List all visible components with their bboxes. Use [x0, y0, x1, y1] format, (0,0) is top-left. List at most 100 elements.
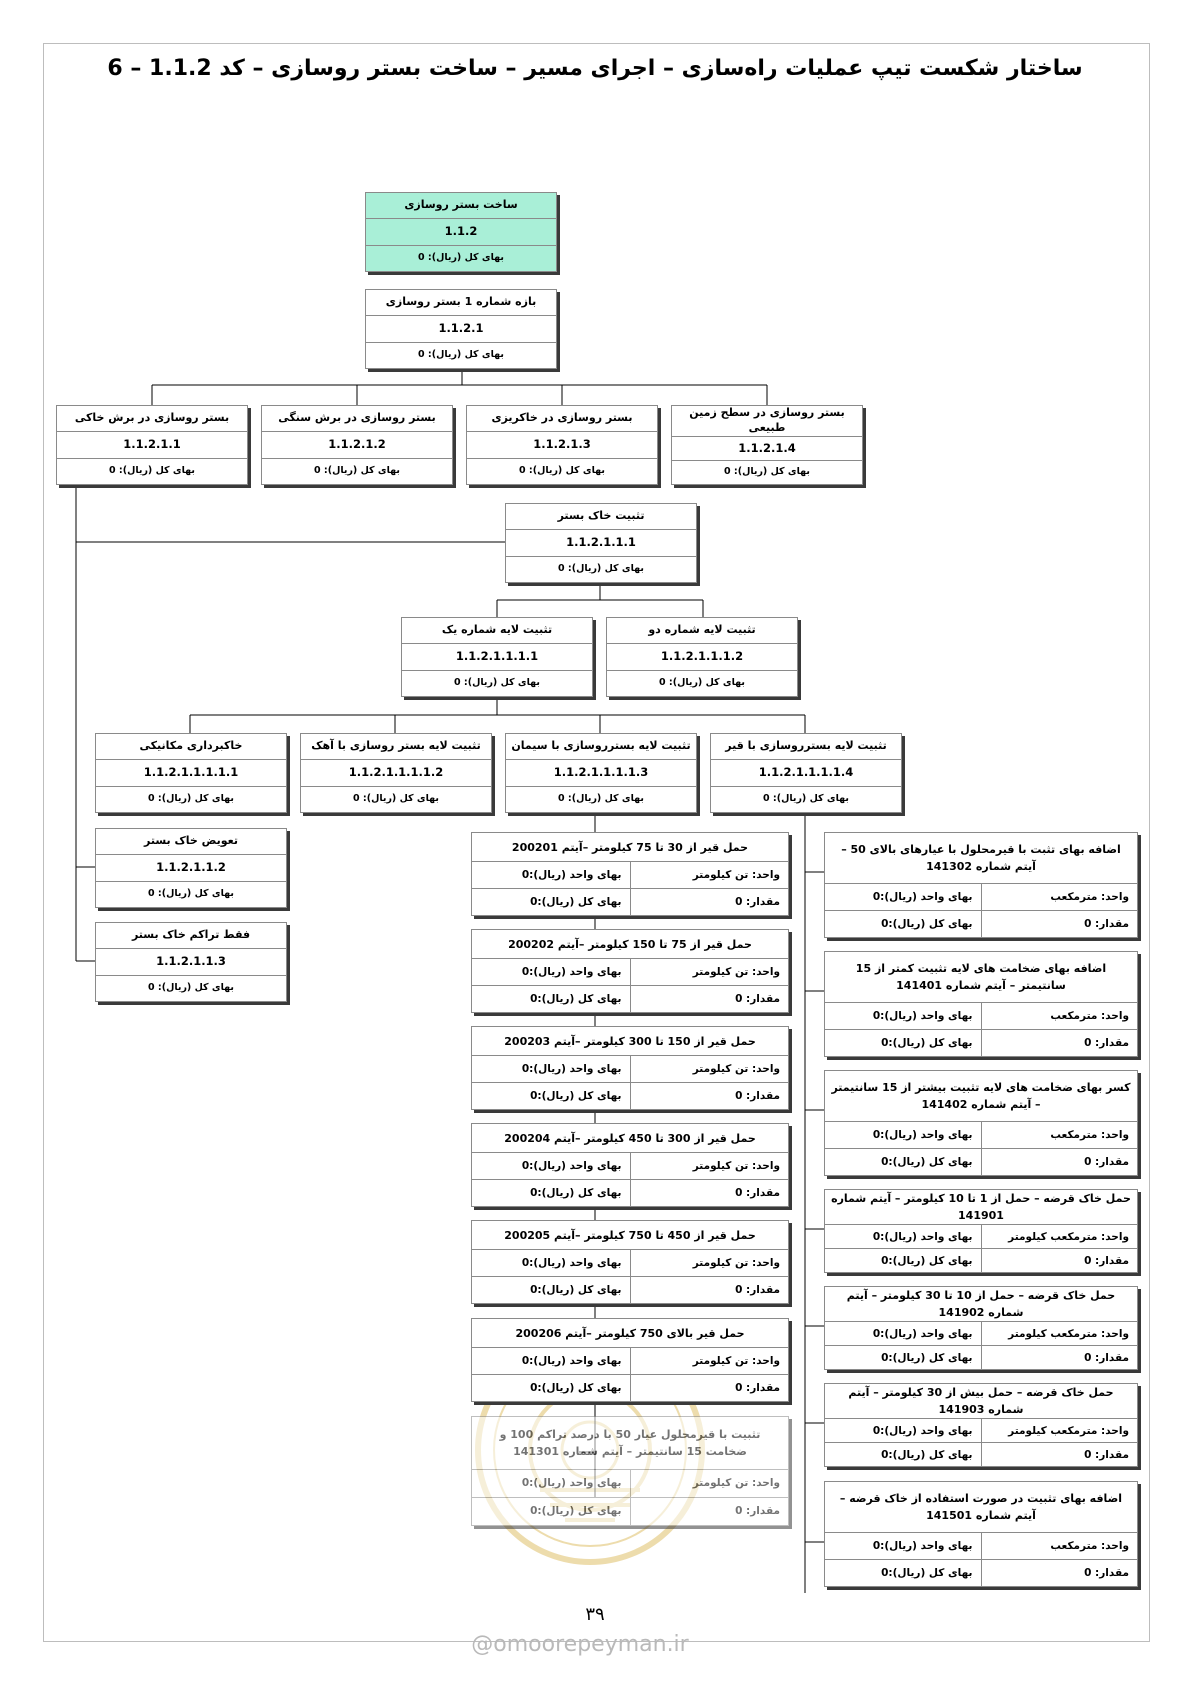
item-total: بهای کل (ریال):0	[825, 1249, 982, 1272]
item-total: بهای کل (ریال):0	[472, 1083, 631, 1110]
item-quantity: مقدار: 0	[1084, 1254, 1129, 1267]
node-cost: بهای کل (ریال): 0	[96, 974, 286, 1001]
wbs-node-1.1.2.1.1.3[interactable]: فقط تراکم خاک بستر 1.1.2.1.1.3 بهای کل (…	[95, 922, 287, 1002]
node-code: 1.1.2.1.1.1.1.1	[96, 759, 286, 785]
item-title: حمل قیر از 450 تا 750 کیلومتر –آیتم 2002…	[504, 1228, 756, 1242]
node-label: تثبیت لایه بستر‌روسازی با قیر	[725, 739, 887, 753]
item-unit: واحد: تن کیلومتر	[692, 1063, 780, 1076]
item-title: کسر بهای ضخامت های لایه تثبیت بیشتر از 1…	[831, 1080, 1131, 1111]
node-cost: بهای کل (ریال): 0	[402, 669, 592, 696]
item-title: حمل قیر بالای 750 کیلومتر –آیتم 200206	[515, 1326, 745, 1340]
node-label: بستر روسازی در سطح زمین طبیعی	[689, 406, 845, 434]
footer-watermark: @omoorepeyman.ir	[471, 1632, 689, 1657]
node-code: 1.1.2.1.1.1.1.4	[711, 759, 901, 785]
item-box-200201[interactable]: حمل قیر از 30 تا 75 کیلومتر –آیتم 200201…	[471, 832, 789, 916]
wbs-node-root[interactable]: ساخت بستر روسازی 1.1.2 بهای کل (ریال): 0	[365, 192, 557, 272]
wbs-node-1.1.2.1.1.1.1.4[interactable]: تثبیت لایه بستر‌روسازی با قیر 1.1.2.1.1.…	[710, 733, 902, 813]
item-title: اضافه بهای ضخامت های لایه تثبیت کمتر از …	[855, 961, 1107, 992]
wbs-node-1.1.2.1.1.1[interactable]: تثبیت خاک بستر 1.1.2.1.1.1 بهای کل (ریال…	[505, 503, 697, 583]
item-unit: واحد: مترمکعب کیلومتر	[1008, 1424, 1129, 1437]
node-cost: بهای کل (ریال): 0	[366, 244, 556, 271]
item-box-200204[interactable]: حمل قیر از 300 تا 450 کیلومتر –آیتم 2002…	[471, 1123, 789, 1207]
node-label: بستر روسازی در خاکریزی	[491, 411, 633, 425]
item-title: حمل قیر از 75 تا 150 کیلومتر –آیتم 20020…	[508, 937, 752, 951]
node-label: تثبیت خاک بستر	[557, 509, 645, 523]
item-unit: واحد: تن کیلومتر	[692, 1160, 780, 1173]
item-box-141402[interactable]: کسر بهای ضخامت های لایه تثبیت بیشتر از 1…	[824, 1070, 1138, 1176]
wbs-node-1.1.2.1.4[interactable]: بستر روسازی در سطح زمین طبیعی 1.1.2.1.4 …	[671, 405, 863, 485]
node-code: 1.1.2.1.1.1	[506, 529, 696, 555]
wbs-node-1.1.2.1.1.1.2[interactable]: تثبیت لایه شماره دو 1.1.2.1.1.1.2 بهای ک…	[606, 617, 798, 697]
node-code: 1.1.2	[366, 218, 556, 244]
item-box-200202[interactable]: حمل قیر از 75 تا 150 کیلومتر –آیتم 20020…	[471, 929, 789, 1013]
node-cost: بهای کل (ریال): 0	[711, 785, 901, 812]
node-cost: بهای کل (ریال): 0	[366, 341, 556, 368]
item-unit: واحد: تن کیلومتر	[692, 1355, 780, 1368]
wbs-node-1.1.2.1.2[interactable]: بستر روسازی در برش سنگی 1.1.2.1.2 بهای ک…	[261, 405, 453, 485]
node-code: 1.1.2.1.1.1.1.2	[301, 759, 491, 785]
item-unit-price: بهای واحد (ریال):0	[472, 1153, 631, 1180]
item-unit: واحد: تن کیلومتر	[692, 1477, 780, 1490]
node-label: ساخت بستر روسازی	[404, 198, 518, 212]
item-box-200206[interactable]: حمل قیر بالای 750 کیلومتر –آیتم 200206 و…	[471, 1318, 789, 1402]
wbs-node-1.1.2.1.1.1.1.1[interactable]: خاکبرداری مکانیکی 1.1.2.1.1.1.1.1 بهای ک…	[95, 733, 287, 813]
item-quantity: مقدار: 0	[735, 1505, 780, 1518]
item-quantity: مقدار: 0	[735, 1382, 780, 1395]
wbs-node-1.1.2.1.1.1.1.3[interactable]: تثبیت لایه بستر‌روسازی با سیمان 1.1.2.1.…	[505, 733, 697, 813]
item-unit: واحد: مترمکعب	[1050, 1128, 1129, 1141]
item-title: اضافه بهای تثبیت در صورت استفاده از خاک …	[839, 1491, 1123, 1522]
item-total: بهای کل (ریال):0	[825, 1148, 982, 1175]
node-label: تثبیت لایه شماره یک	[441, 623, 553, 637]
item-box-200203[interactable]: حمل قیر از 150 تا 300 کیلومتر –آیتم 2002…	[471, 1026, 789, 1110]
item-box-141901[interactable]: حمل خاک قرضه – حمل از 1 تا 10 کیلومتر – …	[824, 1189, 1138, 1273]
node-cost: بهای کل (ریال): 0	[467, 457, 657, 484]
node-code: 1.1.2.1.3	[467, 431, 657, 457]
item-box-141902[interactable]: حمل خاک قرضه – حمل از 10 تا 30 کیلومتر –…	[824, 1286, 1138, 1370]
item-unit-price: بهای واحد (ریال):0	[825, 1419, 982, 1443]
node-code: 1.1.2.1.2	[262, 431, 452, 457]
item-box-200205[interactable]: حمل قیر از 450 تا 750 کیلومتر –آیتم 2002…	[471, 1220, 789, 1304]
item-unit: واحد: مترمکعب کیلومتر	[1008, 1230, 1129, 1243]
item-unit-price: بهای واحد (ریال):0	[472, 1469, 631, 1497]
item-unit-price: بهای واحد (ریال):0	[825, 1225, 982, 1249]
node-cost: بهای کل (ریال): 0	[506, 785, 696, 812]
wbs-node-1.1.2.1.1.1.1.2[interactable]: تثبیت لایه بستر روسازی با آهک 1.1.2.1.1.…	[300, 733, 492, 813]
wbs-node-1.1.2.1.1.1.1[interactable]: تثبیت لایه شماره یک 1.1.2.1.1.1.1 بهای ک…	[401, 617, 593, 697]
wbs-node-1.1.2.1.1[interactable]: بستر روسازی در برش خاکی 1.1.2.1.1 بهای ک…	[56, 405, 248, 485]
node-cost: بهای کل (ریال): 0	[96, 880, 286, 907]
item-unit-price: بهای واحد (ریال):0	[472, 959, 631, 986]
item-unit: واحد: مترمکعب کیلومتر	[1008, 1327, 1129, 1340]
wbs-node-1.1.2.1.1.2[interactable]: تعویض خاک بستر 1.1.2.1.1.2 بهای کل (ریال…	[95, 828, 287, 908]
item-unit-price: بهای واحد (ریال):0	[825, 883, 982, 910]
node-code: 1.1.2.1.4	[672, 435, 862, 460]
item-box-141301[interactable]: تثبیت با قیرمحلول عیار 50 با درصد تراکم …	[471, 1416, 789, 1526]
item-total: بهای کل (ریال):0	[472, 986, 631, 1013]
item-unit-price: بهای واحد (ریال):0	[472, 1348, 631, 1375]
item-total: بهای کل (ریال):0	[472, 1180, 631, 1207]
item-quantity: مقدار: 0	[1084, 1351, 1129, 1364]
item-total: بهای کل (ریال):0	[825, 1559, 982, 1586]
item-total: بهای کل (ریال):0	[472, 1375, 631, 1402]
page-number: ۳۹	[585, 1604, 605, 1625]
item-box-141401[interactable]: اضافه بهای ضخامت های لایه تثبیت کمتر از …	[824, 951, 1138, 1057]
item-unit-price: بهای واحد (ریال):0	[472, 1056, 631, 1083]
item-unit-price: بهای واحد (ریال):0	[825, 1322, 982, 1346]
item-title: حمل قیر از 300 تا 450 کیلومتر –آیتم 2002…	[504, 1131, 756, 1145]
item-title: تثبیت با قیرمحلول عیار 50 با درصد تراکم …	[499, 1427, 761, 1458]
node-cost: بهای کل (ریال): 0	[672, 459, 862, 484]
item-quantity: مقدار: 0	[1084, 1566, 1129, 1579]
item-total: بهای کل (ریال):0	[472, 889, 631, 916]
wbs-node-1.1.2.1.3[interactable]: بستر روسازی در خاکریزی 1.1.2.1.3 بهای کل…	[466, 405, 658, 485]
node-label: تثبیت لایه شماره دو	[648, 623, 756, 637]
item-box-141302[interactable]: اضافه بهای تثبت با قیرمحلول با عیارهای ب…	[824, 832, 1138, 938]
item-title: حمل خاک قرضه – حمل از 10 تا 30 کیلومتر –…	[846, 1289, 1116, 1320]
node-code: 1.1.2.1.1.1.2	[607, 643, 797, 669]
item-quantity: مقدار: 0	[735, 896, 780, 909]
wbs-node-1.1.2.1[interactable]: بازه شماره 1 بستر روسازی 1.1.2.1 بهای کل…	[365, 289, 557, 369]
node-label: بستر روسازی در برش خاکی	[74, 411, 230, 425]
item-title: حمل قیر از 150 تا 300 کیلومتر –آیتم 2002…	[504, 1034, 756, 1048]
node-label: بازه شماره 1 بستر روسازی	[385, 295, 537, 309]
item-unit-price: بهای واحد (ریال):0	[825, 1002, 982, 1029]
item-box-141903[interactable]: حمل خاک قرضه – حمل بیش از 30 کیلومتر – آ…	[824, 1383, 1138, 1467]
item-box-141501[interactable]: اضافه بهای تثبیت در صورت استفاده از خاک …	[824, 1481, 1138, 1587]
